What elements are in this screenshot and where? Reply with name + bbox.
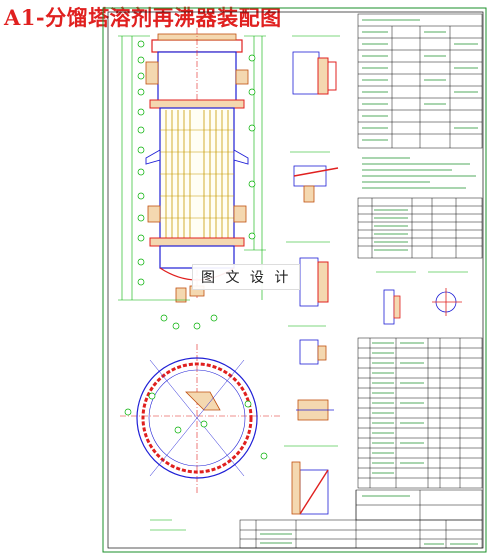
detail-view-7	[376, 271, 416, 325]
nozzle-table	[357, 197, 483, 259]
spec-table-text-lines	[362, 19, 478, 141]
detail-view-8	[428, 271, 468, 316]
watermark-label: 图 文 设 计	[192, 264, 301, 290]
technical-requirements-text	[362, 157, 476, 189]
parts-list-table	[357, 337, 483, 489]
part-balloons	[137, 40, 256, 330]
vessel-elevation	[145, 28, 249, 303]
drawing-frame-outer	[102, 7, 487, 553]
drawing-title: A1-分馏塔溶剂再沸器装配图	[4, 5, 282, 30]
detail-view-4	[288, 325, 327, 365]
detail-view-5	[296, 399, 334, 421]
vessel-section-view	[120, 344, 280, 494]
detail-view-6	[284, 445, 338, 515]
title-block	[239, 489, 483, 549]
detail-view-1	[292, 35, 340, 95]
technical-spec-table	[357, 13, 483, 149]
detail-view-3	[286, 241, 330, 307]
detail-view-2	[290, 151, 339, 203]
